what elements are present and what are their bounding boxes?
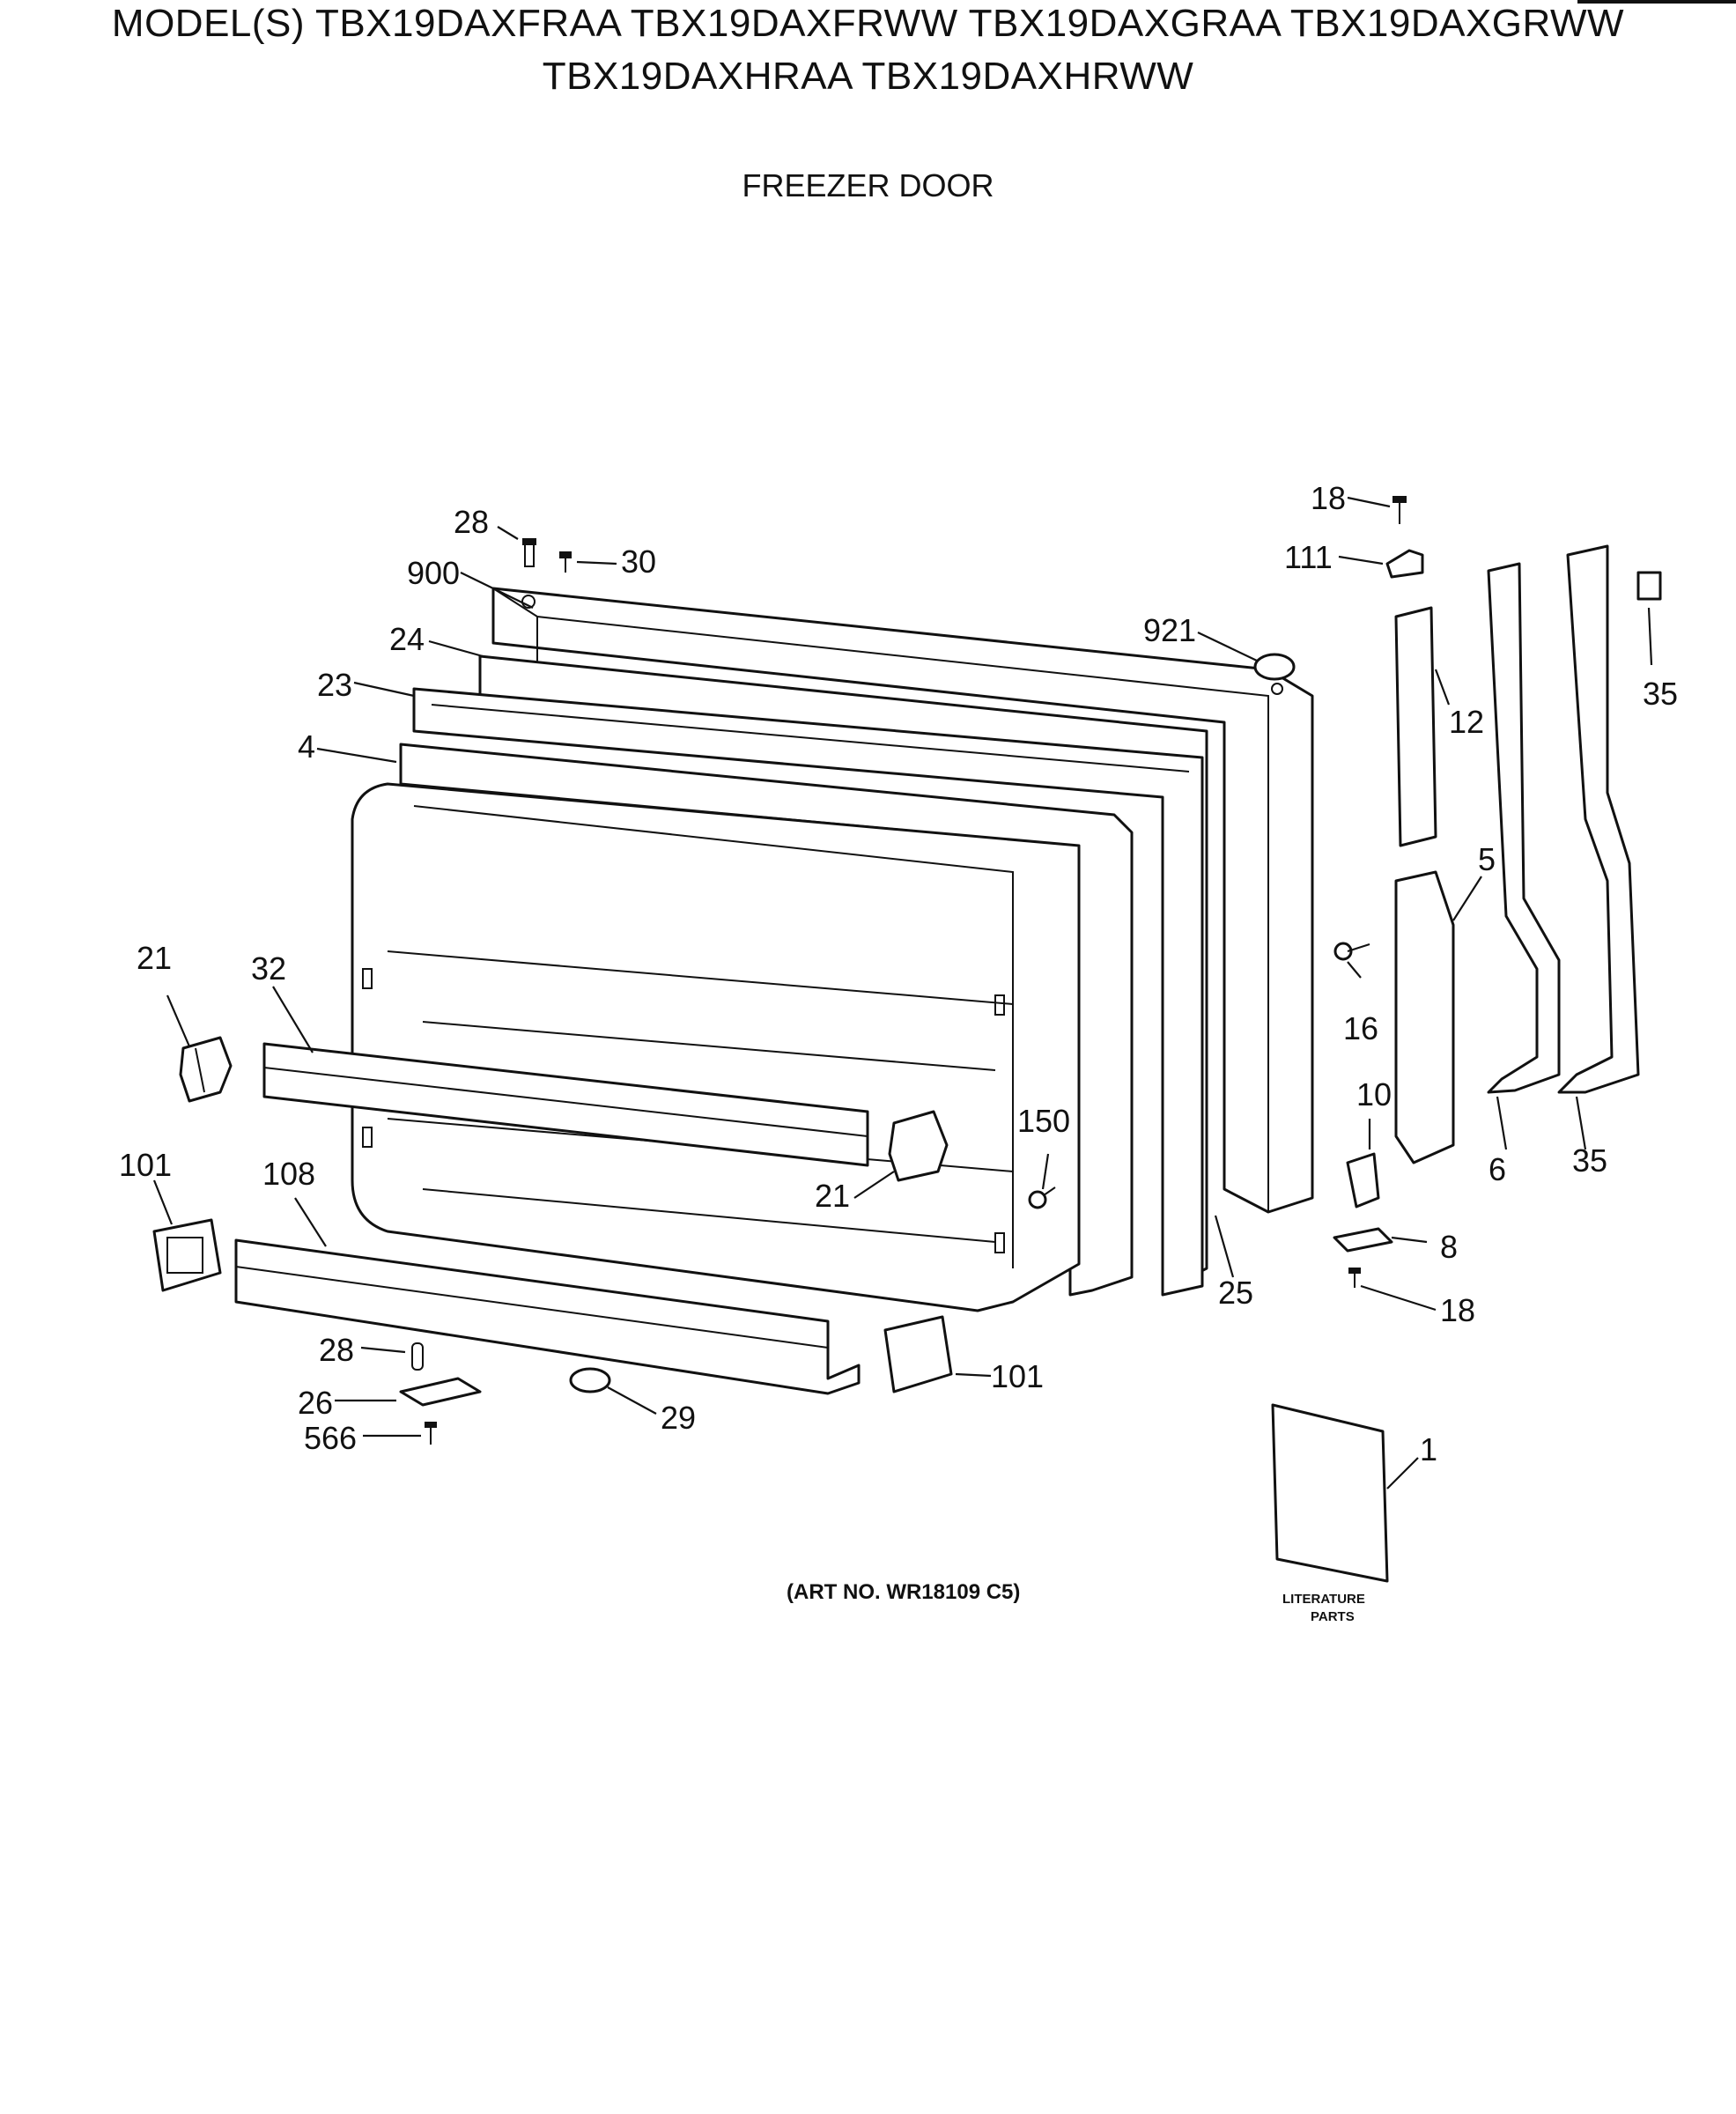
- callout-921: 921: [1143, 612, 1196, 648]
- shelf-end-cap-left: [179, 1036, 233, 1103]
- callout-18-top: 18: [1311, 480, 1346, 516]
- inner-door-liner: [351, 782, 1081, 1312]
- end-cap-left: [152, 1218, 222, 1292]
- callout-101-right: 101: [991, 1358, 1044, 1394]
- callout-30: 30: [621, 543, 656, 580]
- callout-28-top: 28: [454, 504, 489, 540]
- shelf-end-cap-right: [888, 1110, 949, 1182]
- callout-900: 900: [407, 555, 460, 591]
- callout-566: 566: [304, 1420, 357, 1456]
- screw-18-bottom: [1348, 1268, 1361, 1288]
- callout-4: 4: [298, 728, 315, 765]
- callout-10: 10: [1356, 1076, 1392, 1112]
- plug-28-bottom: [411, 1342, 424, 1371]
- screw-150: [1028, 1186, 1056, 1209]
- callout-35-top: 35: [1643, 676, 1678, 712]
- callout-25: 25: [1218, 1275, 1253, 1311]
- screw-18-top: [1392, 496, 1407, 524]
- callout-16: 16: [1343, 1010, 1378, 1046]
- plug-921: [1253, 653, 1296, 681]
- handle-trim-35: [1557, 544, 1640, 1094]
- callout-18-bottom: 18: [1440, 1292, 1475, 1328]
- callout-8: 8: [1440, 1229, 1458, 1265]
- callout-101-left: 101: [119, 1147, 172, 1183]
- callout-111: 111: [1284, 539, 1333, 575]
- screw-30: [559, 551, 572, 573]
- hinge-part-111: [1385, 549, 1424, 579]
- shelf-bar-108: [234, 1238, 861, 1395]
- callout-24: 24: [389, 621, 425, 657]
- handle-trim-6: [1487, 562, 1561, 1094]
- handle-bracket-5: [1394, 870, 1455, 1164]
- callout-23: 23: [317, 667, 352, 703]
- callout-6: 6: [1489, 1151, 1506, 1187]
- literature-label-line-2: PARTS: [1311, 1609, 1355, 1624]
- literature-booklet: [1271, 1403, 1389, 1583]
- callout-labels: 18 111 28 30 900 921 24 23 4 12 35 5 21 …: [119, 480, 1678, 1467]
- art-number: (ART NO. WR18109 C5): [787, 1580, 1020, 1604]
- callout-28-bottom: 28: [319, 1332, 354, 1368]
- shelf-bar-32: [262, 1042, 869, 1167]
- leader-lines: [152, 496, 1653, 1489]
- screw-566: [425, 1422, 437, 1445]
- diagram-subtitle: FREEZER DOOR: [742, 167, 994, 203]
- screw-16: [1333, 942, 1370, 961]
- literature-label-line-1: LITERATURE: [1282, 1592, 1365, 1607]
- handle-cap-35: [1636, 571, 1662, 601]
- callout-1: 1: [1420, 1431, 1437, 1467]
- end-cap-right: [883, 1315, 953, 1393]
- plate-8: [1333, 1227, 1393, 1253]
- callout-150: 150: [1017, 1103, 1070, 1139]
- screw-28-top: [522, 538, 536, 567]
- callout-35-bottom: 35: [1572, 1142, 1607, 1179]
- callout-21-left: 21: [137, 940, 172, 976]
- callout-32: 32: [251, 950, 286, 987]
- grommet-29: [569, 1367, 611, 1393]
- bracket-10: [1346, 1152, 1380, 1209]
- hinge-bracket-12: [1394, 606, 1437, 847]
- top-right-rule: [1577, 0, 1736, 4]
- door-gasket: [412, 654, 1208, 1297]
- model-list-line-1: MODEL(S) TBX19DAXFRAA TBX19DAXFRWW TBX19…: [111, 2, 1625, 45]
- callout-29: 29: [661, 1400, 696, 1436]
- callout-26: 26: [298, 1385, 333, 1421]
- plate-26: [399, 1377, 482, 1407]
- callout-108: 108: [262, 1156, 315, 1192]
- callout-5: 5: [1478, 841, 1496, 877]
- model-list-line-2: TBX19DAXHRAA TBX19DAXHRWW: [542, 55, 1194, 98]
- callout-21-mid: 21: [815, 1178, 850, 1214]
- callout-12: 12: [1449, 704, 1484, 740]
